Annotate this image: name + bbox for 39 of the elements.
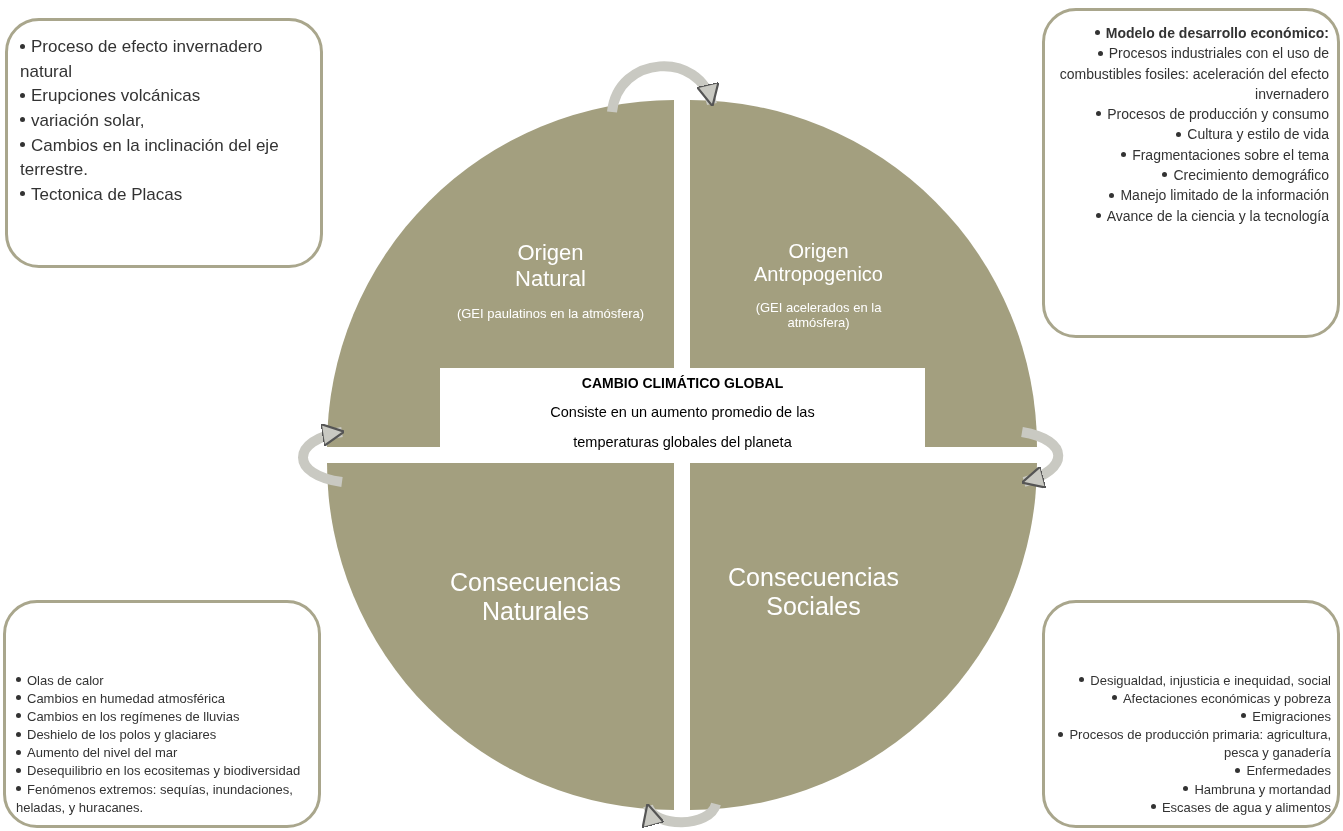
list-panel xyxy=(3,600,321,828)
quadrant-title: Consecuencias Sociales xyxy=(727,563,900,621)
bullet-item: variación solar, xyxy=(20,108,145,134)
quadrant-title: Origen Antropogenico xyxy=(753,240,884,286)
bullet-item: Desigualdad, injusticia e inequidad, social xyxy=(1079,671,1331,690)
bullet-item: Procesos industriales con el uso de combustibles fosiles: aceleración del efecto invernadero xyxy=(1047,43,1329,105)
bullet-item: Tectonica de Placas xyxy=(20,182,183,208)
bullet-item: Procesos de producción y consumo xyxy=(1096,104,1329,125)
bullet-item: Cambios en los regímenes de lluvias xyxy=(16,707,240,727)
bullet-item: Emigraciones xyxy=(1241,707,1331,727)
bullet-item: Hambruna y mortandad xyxy=(1183,780,1331,799)
bullet-item: Avance de la ciencia y la tecnología xyxy=(1095,205,1329,226)
bullet-item: Fenómenos extremos: sequías, inundaciones, heladas, y huracanes. xyxy=(16,780,316,817)
bullet-item: Cambios en humedad atmosférica xyxy=(16,689,225,708)
bullet-item: Procesos de producción primaria: agricultura, pesca y ganadería xyxy=(1047,726,1331,763)
bullet-item: Cultura y estilo de vida xyxy=(1176,124,1329,145)
quadrant-title: Origen Natural xyxy=(514,240,587,292)
quadrant-title: Consecuencias Naturales xyxy=(449,568,622,626)
list-panel xyxy=(1042,8,1340,338)
list-panel xyxy=(1042,600,1340,828)
list-heading: Modelo de desarrollo económico: xyxy=(1094,23,1329,44)
bullet-item: Manejo limitado de la información xyxy=(1109,185,1329,206)
bullet-item: Afectaciones económicas y pobreza xyxy=(1111,689,1331,708)
bullet-item: Deshielo de los polos y glaciares xyxy=(16,726,217,745)
bullet-item: Crecimiento demográfico xyxy=(1162,165,1329,186)
quadrant-subtitle: (GEI acelerados en la atmósfera) xyxy=(754,300,883,330)
quadrant-subtitle: (GEI paulatinos en la atmósfera) xyxy=(455,306,646,321)
bullet-item: Olas de calor xyxy=(16,671,104,690)
center-title: CAMBIO CLIMÁTICO GLOBAL xyxy=(581,374,784,391)
bullet-item: Erupciones volcánicas xyxy=(20,84,201,109)
bullet-item: Escases de agua y alimentos xyxy=(1150,798,1331,817)
center-text: Consiste en un aumento promedio de las temperaturas globales del planeta xyxy=(549,402,816,452)
list-panel xyxy=(5,18,323,268)
bullet-item: Fragmentaciones sobre el tema xyxy=(1121,144,1329,166)
bullet-item: Aumento del nivel del mar xyxy=(16,744,178,763)
bullet-item: Cambios en la inclinación del eje terrestre. xyxy=(20,133,316,183)
bullet-item: Desequilibrio en los ecositemas y biodiversidad xyxy=(16,762,301,781)
bullet-item: Enfermedades xyxy=(1235,762,1331,781)
bullet-item: Proceso de efecto invernadero natural xyxy=(20,35,316,85)
